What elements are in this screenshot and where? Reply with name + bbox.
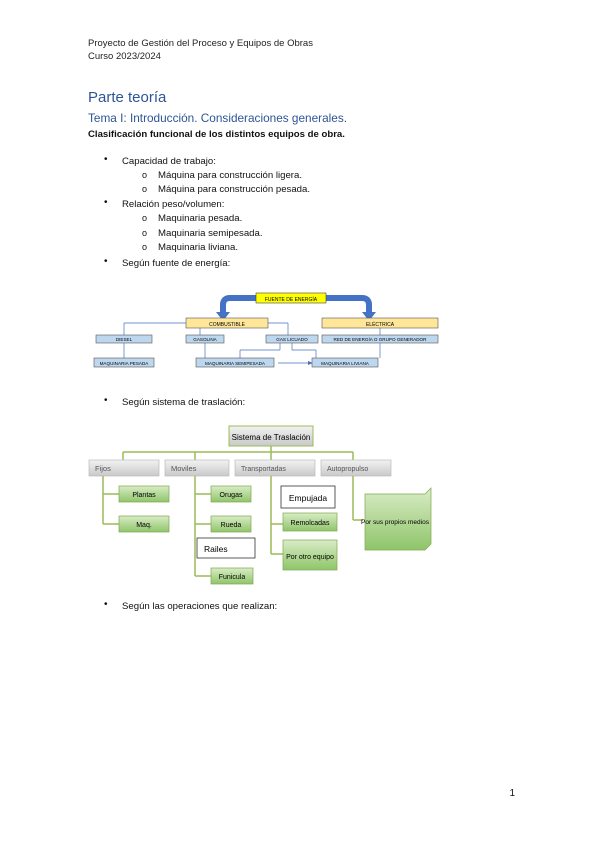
arrow-left-head-icon — [216, 312, 230, 321]
bullet-icon: • — [104, 599, 108, 610]
list-item-energia: Según fuente de energía: — [122, 258, 231, 269]
category-label: Fijos — [95, 464, 111, 473]
moviles-child-box — [210, 485, 252, 503]
category-label: Moviles — [171, 464, 197, 473]
energy-leaf-label: GASOLINA — [193, 337, 217, 342]
category-box — [164, 459, 230, 477]
category-box — [234, 459, 316, 477]
bullet-icon: • — [104, 256, 108, 267]
energy-left-mid-label: COMBUSTIBLE — [209, 322, 246, 328]
transportadas-child-label: Por otro equipo — [286, 554, 334, 561]
energy-bottom-label: MAQUINARIA PESADA — [100, 361, 150, 366]
fijos-child-label: Maq. — [136, 522, 152, 529]
page-subtitle: Tema I: Introducción. Consideraciones ge… — [88, 111, 348, 125]
transportadas-child-label: Empujada — [289, 493, 328, 503]
moviles-child-box — [196, 537, 256, 559]
fijos-child-label: Plantas — [132, 492, 156, 499]
autopropulso-child-box — [364, 487, 432, 551]
sub-item: Máquina para construcción ligera. — [158, 170, 302, 181]
sub-bullet-icon: o — [142, 184, 148, 194]
header-course: Curso 2023/2024 — [88, 51, 161, 62]
traslacion-diagram: Sistema de Traslación Fijos Moviles Tran… — [88, 425, 432, 585]
arrow-left-icon — [220, 295, 256, 314]
energy-right-mid-label: ELÉCTRICA — [366, 321, 395, 328]
list-item-traslacion: Según sistema de traslación: — [122, 397, 246, 408]
bullet-icon: • — [104, 395, 108, 406]
list-item-operaciones: Según las operaciones que realizan: — [122, 601, 278, 612]
sub-item: Maquinaria liviana. — [158, 242, 238, 253]
bullet-icon: • — [104, 197, 108, 208]
header-project: Proyecto de Gestión del Proceso y Equipo… — [88, 38, 313, 49]
energy-leaf-label: RED DE ENERGÍA O GRUPO GENERADOR — [334, 336, 428, 342]
list-item-capacidad: Capacidad de trabajo: — [122, 156, 216, 167]
arrow-right-icon — [326, 295, 372, 314]
sub-item: Maquinaria pesada. — [158, 213, 243, 224]
fijos-child-box — [118, 515, 170, 533]
energy-bottom-box — [195, 357, 275, 368]
category-label: Autopropulso — [327, 466, 368, 473]
moviles-child-label: Funicula — [219, 574, 246, 581]
sub-bullet-icon: o — [142, 242, 148, 252]
moviles-child-box — [210, 567, 254, 585]
moviles-child-label: Railes — [204, 544, 228, 554]
list-item-relacion: Relación peso/volumen: — [122, 199, 225, 210]
energy-leaf-label: DIESEL — [116, 337, 133, 342]
category-box — [88, 459, 160, 477]
section-heading: Clasificación funcional de los distintos… — [88, 129, 345, 140]
energy-bottom-box — [93, 357, 155, 368]
moviles-child-label: Rueda — [221, 522, 242, 529]
bullet-icon: • — [104, 154, 108, 165]
sub-bullet-icon: o — [142, 228, 148, 238]
page-title: Parte teoría — [88, 89, 167, 106]
category-label: Transportadas — [241, 466, 286, 473]
autopropulso-child-label: Por sus propios medios — [361, 519, 430, 526]
energy-top-label: FUENTE DE ENERGÍA — [265, 296, 318, 303]
page-number: 1 — [509, 788, 515, 799]
transportadas-child-label: Remolcadas — [291, 520, 330, 527]
sub-item: Maquinaria semipesada. — [158, 228, 263, 239]
traslacion-root-label: Sistema de Traslación — [232, 433, 311, 442]
fijos-child-box — [118, 485, 170, 503]
transportadas-child-box — [282, 512, 338, 532]
transportadas-child-box — [280, 485, 336, 509]
energy-bottom-label: MAQUINARIA SEMIPESADA — [205, 361, 266, 366]
transportadas-child-box — [282, 539, 338, 571]
category-box — [320, 459, 392, 477]
energy-diagram: FUENTE DE ENERGÍA COMBUSTIBLE ELÉCTRICA … — [93, 292, 439, 368]
sub-bullet-icon: o — [142, 170, 148, 180]
sub-bullet-icon: o — [142, 213, 148, 223]
moviles-child-box — [210, 515, 252, 533]
energy-top-box — [255, 292, 327, 304]
sub-item: Máquina para construcción pesada. — [158, 184, 310, 195]
energy-leaf-label: GAS LICUADO — [276, 337, 308, 342]
moviles-child-label: Orugas — [220, 492, 243, 499]
arrow-right-head-icon — [362, 312, 376, 321]
energy-bottom-box — [311, 357, 379, 368]
energy-bottom-label: MAQUINARIA LIVIANA — [321, 361, 370, 366]
